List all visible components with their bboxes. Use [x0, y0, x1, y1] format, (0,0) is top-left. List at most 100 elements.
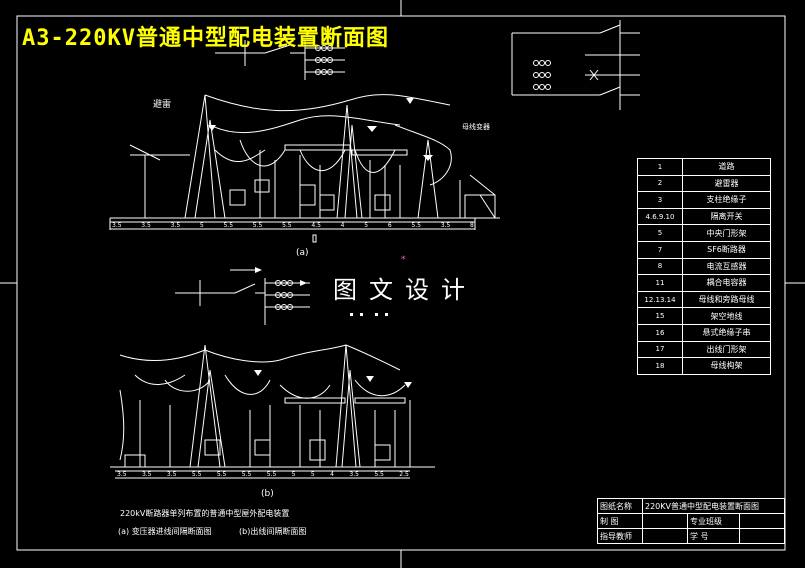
legend-num: 8 — [637, 257, 683, 276]
busbar-note: 母线变器 — [462, 123, 490, 131]
drawing-name-label: 图纸名称 — [597, 498, 643, 514]
legend-name: 母线和旁路母线 — [682, 290, 771, 309]
dim-label: 3.5 — [170, 222, 181, 229]
section-b — [110, 344, 435, 479]
dim-label: 5.5 — [266, 471, 277, 478]
legend-name: 隔离开关 — [682, 207, 771, 226]
dim-label: 5 — [364, 222, 369, 229]
legend-name: 道路 — [682, 158, 771, 176]
drawing-title: A3-220KV普通中型配电装置断面图 — [22, 26, 389, 51]
legend-num: 18 — [637, 357, 683, 375]
legend-num: 12.13.14 — [637, 290, 683, 309]
drafter-label: 制 图 — [597, 513, 643, 529]
dimension-row-b: 3.5 3.5 3.5 5.5 5.5 5.5 5.5 5 5 4 3.5 5.… — [117, 471, 409, 478]
title-block: 图纸名称 220KV普通中型配电装置断面图 制 图 专业班级 指导教师 学 号 — [597, 498, 785, 544]
legend-num: 3 — [637, 191, 683, 209]
dim-label: 5.5 — [374, 471, 384, 478]
dim-label: 8 — [469, 222, 474, 229]
legend-num: 7 — [637, 240, 683, 259]
section-a — [110, 94, 500, 230]
dim-label: 5 — [291, 471, 296, 478]
section-b-markers — [254, 370, 412, 388]
pink-marker: * — [401, 255, 406, 265]
dim-label: 5 — [310, 471, 315, 478]
figure-b-note: 220kV断路器单列布置的普通中型屋外配电装置 — [120, 509, 290, 518]
arrow-marks — [255, 267, 307, 286]
legend-num: 4.6.9.10 — [637, 207, 683, 226]
small-squares — [350, 313, 388, 316]
legend-num: 5 — [637, 224, 683, 242]
dim-label: 3.5 — [349, 471, 359, 478]
legend-name: 架空地线 — [682, 307, 771, 325]
legend-num: 17 — [637, 340, 683, 359]
watermark: 图文设计 — [333, 276, 477, 304]
dim-label: 5 — [199, 222, 204, 229]
figure-a-label: (a) — [296, 248, 309, 258]
legend-num: 15 — [637, 307, 683, 325]
legend-name: 悬式绝缘子串 — [682, 323, 771, 342]
class-label: 专业班级 — [687, 513, 740, 529]
legend-name: 电流互感器 — [682, 257, 771, 276]
ct-symbols-middle — [275, 280, 293, 310]
dim-label: 3.5 — [112, 222, 122, 229]
dim-ticks-a — [109, 218, 476, 230]
legend-name: 耦合电容器 — [682, 274, 771, 292]
advisor-value — [642, 528, 688, 544]
student-id-label: 学 号 — [687, 528, 740, 544]
dim-label: 4.5 — [311, 222, 321, 229]
dim-label: 2.5 — [399, 471, 409, 478]
ct-symbols-top — [315, 45, 333, 75]
title-block-row: 制 图 专业班级 — [597, 513, 785, 529]
dim-label: 5.5 — [252, 222, 263, 229]
schematic-top — [215, 40, 345, 80]
dim-label: 3.5 — [141, 222, 151, 229]
legend-num: 16 — [637, 323, 683, 342]
legend-name: 出线门形架 — [682, 340, 771, 359]
dim-label: 5.5 — [191, 471, 202, 478]
ct-symbols-right — [533, 60, 551, 90]
bracket-a — [312, 234, 317, 243]
legend-num: 11 — [637, 274, 683, 292]
dimension-row-a: 3.5 3.5 3.5 5 5.5 5.5 5.5 4.5 4 5 6 5.5 … — [112, 222, 474, 229]
legend-name: SF6断路器 — [682, 240, 771, 259]
advisor-label: 指导教师 — [597, 528, 643, 544]
legend-name: 中央门形架 — [682, 224, 771, 242]
dim-label: 5.5 — [282, 222, 292, 229]
dim-label: 3.5 — [117, 471, 127, 478]
dim-label: 4 — [340, 222, 345, 229]
dim-label: 6 — [387, 222, 392, 229]
dim-label: 5.5 — [411, 222, 421, 229]
class-value — [739, 513, 785, 529]
schematic-right — [511, 20, 640, 110]
legend-name: 避雷器 — [682, 174, 771, 193]
dim-label: 3.5 — [166, 471, 177, 478]
figure-b-caption: (b)出线间隔断面图 — [239, 527, 307, 536]
title-block-row: 图纸名称 220KV普通中型配电装置断面图 — [597, 498, 785, 514]
figure-a-caption: (a) 变压器进线间隔断面图 — [118, 527, 212, 536]
title-block-row: 指导教师 学 号 — [597, 528, 785, 544]
dim-label: 5.5 — [241, 471, 252, 478]
legend-num: 2 — [637, 174, 683, 193]
drawing-name-value: 220KV普通中型配电装置断面图 — [642, 498, 785, 514]
student-id-value — [739, 528, 785, 544]
dim-label: 3.5 — [440, 222, 451, 229]
legend-name: 母线构架 — [682, 357, 771, 375]
dim-label: 3.5 — [141, 471, 152, 478]
dim-label: 5.5 — [223, 222, 234, 229]
dim-label: 5.5 — [216, 471, 227, 478]
